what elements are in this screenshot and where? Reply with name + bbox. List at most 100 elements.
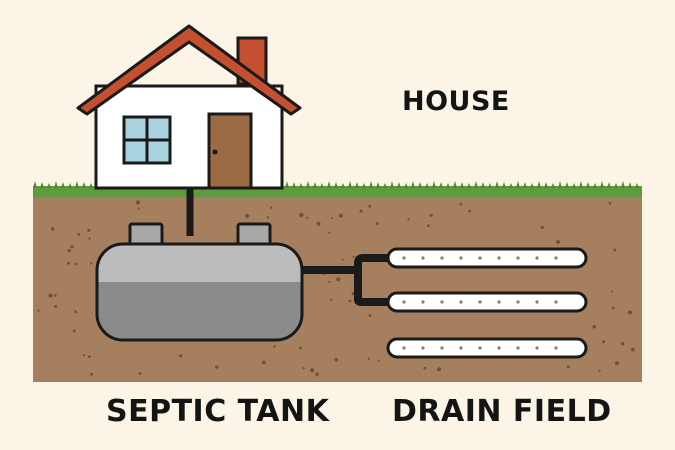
soil-speck [338,213,343,218]
perforation [440,346,444,350]
soil-speck [90,372,93,376]
perforation [459,346,463,350]
soil-speck [54,294,57,297]
soil-speck [54,305,58,308]
perforation [440,300,444,304]
perforation [554,256,558,260]
soil-speck [566,365,570,369]
soil-speck [407,218,410,221]
soil-speck [429,213,433,217]
soil-speck [459,203,463,206]
soil-speck [88,355,91,358]
perforation [497,346,501,350]
perforation [554,346,558,350]
soil-speck [72,329,76,333]
soil-speck [215,365,219,369]
soil-specks [37,200,635,377]
soil-speck [367,357,370,360]
soil-speck [540,225,544,229]
soil-speck [423,366,427,370]
soil-speck [610,290,613,293]
soil-speck [427,224,430,227]
roof [76,24,302,116]
perforation [402,300,406,304]
soil-speck [342,258,344,261]
septic-tank-icon [95,222,304,342]
soil-speck [74,310,77,314]
perforation [440,256,444,260]
perforation [535,300,539,304]
soil-speck [179,354,183,358]
soil-speck [266,216,269,219]
window [122,115,172,165]
soil-speck [602,340,606,344]
soil-speck [90,262,93,265]
soil-speck [67,261,70,265]
drain-field-label: DRAIN FIELD [392,394,612,429]
perforation [516,256,520,260]
soil-speck [352,255,355,258]
soil-speck [48,293,53,298]
perforation [402,346,406,350]
soil-speck [75,262,78,266]
soil-speck [67,249,71,253]
soil-speck [50,227,55,231]
soil-speck [315,372,320,377]
perforation [497,256,501,260]
soil-speck [359,209,363,213]
soil-speck [330,298,333,301]
soil-speck [368,314,372,317]
soil-speck [328,231,331,234]
soil-speck [138,372,142,375]
perforation [516,300,520,304]
soil-speck [592,325,597,329]
soil-speck [70,245,74,249]
perforation [516,346,520,350]
soil-speck [628,310,632,315]
soil-speck [262,360,266,365]
grass-line [33,181,642,197]
perforation [478,256,482,260]
soil-speck [273,345,276,348]
soil-speck [88,237,91,240]
perforation [421,300,425,304]
drain-pipe [386,247,588,269]
soil-speck [620,342,625,346]
soil-speck [348,299,352,303]
soil-speck [611,306,615,310]
soil-speck [377,360,380,362]
perforated-pipe-icon [386,247,588,359]
soil-speck [334,357,339,362]
soil-speck [299,212,304,218]
soil-speck [87,228,91,232]
door [207,112,253,190]
soil-speck [245,213,250,218]
soil-speck [136,200,140,205]
soil-speck [336,277,341,282]
soil-speck [468,209,472,213]
soil-speck [137,207,140,210]
perforation [459,256,463,260]
soil-speck [375,222,379,226]
soil-speck [608,201,612,205]
tank-body [95,242,304,342]
perforation [535,256,539,260]
house-label: HOUSE [402,86,510,117]
soil-speck [631,347,635,352]
perforation [535,346,539,350]
soil-speck [310,368,315,373]
drain-pipe [386,291,588,313]
house-icon [76,24,302,190]
perforation [497,300,501,304]
soil-speck [298,346,302,350]
soil-speck [83,354,86,357]
soil-speck [368,204,371,208]
soil-speck [437,367,441,372]
soil-speck [556,240,560,244]
perforation [554,300,558,304]
soil-speck [316,221,321,226]
perforation [478,300,482,304]
soil-speck [328,280,331,283]
